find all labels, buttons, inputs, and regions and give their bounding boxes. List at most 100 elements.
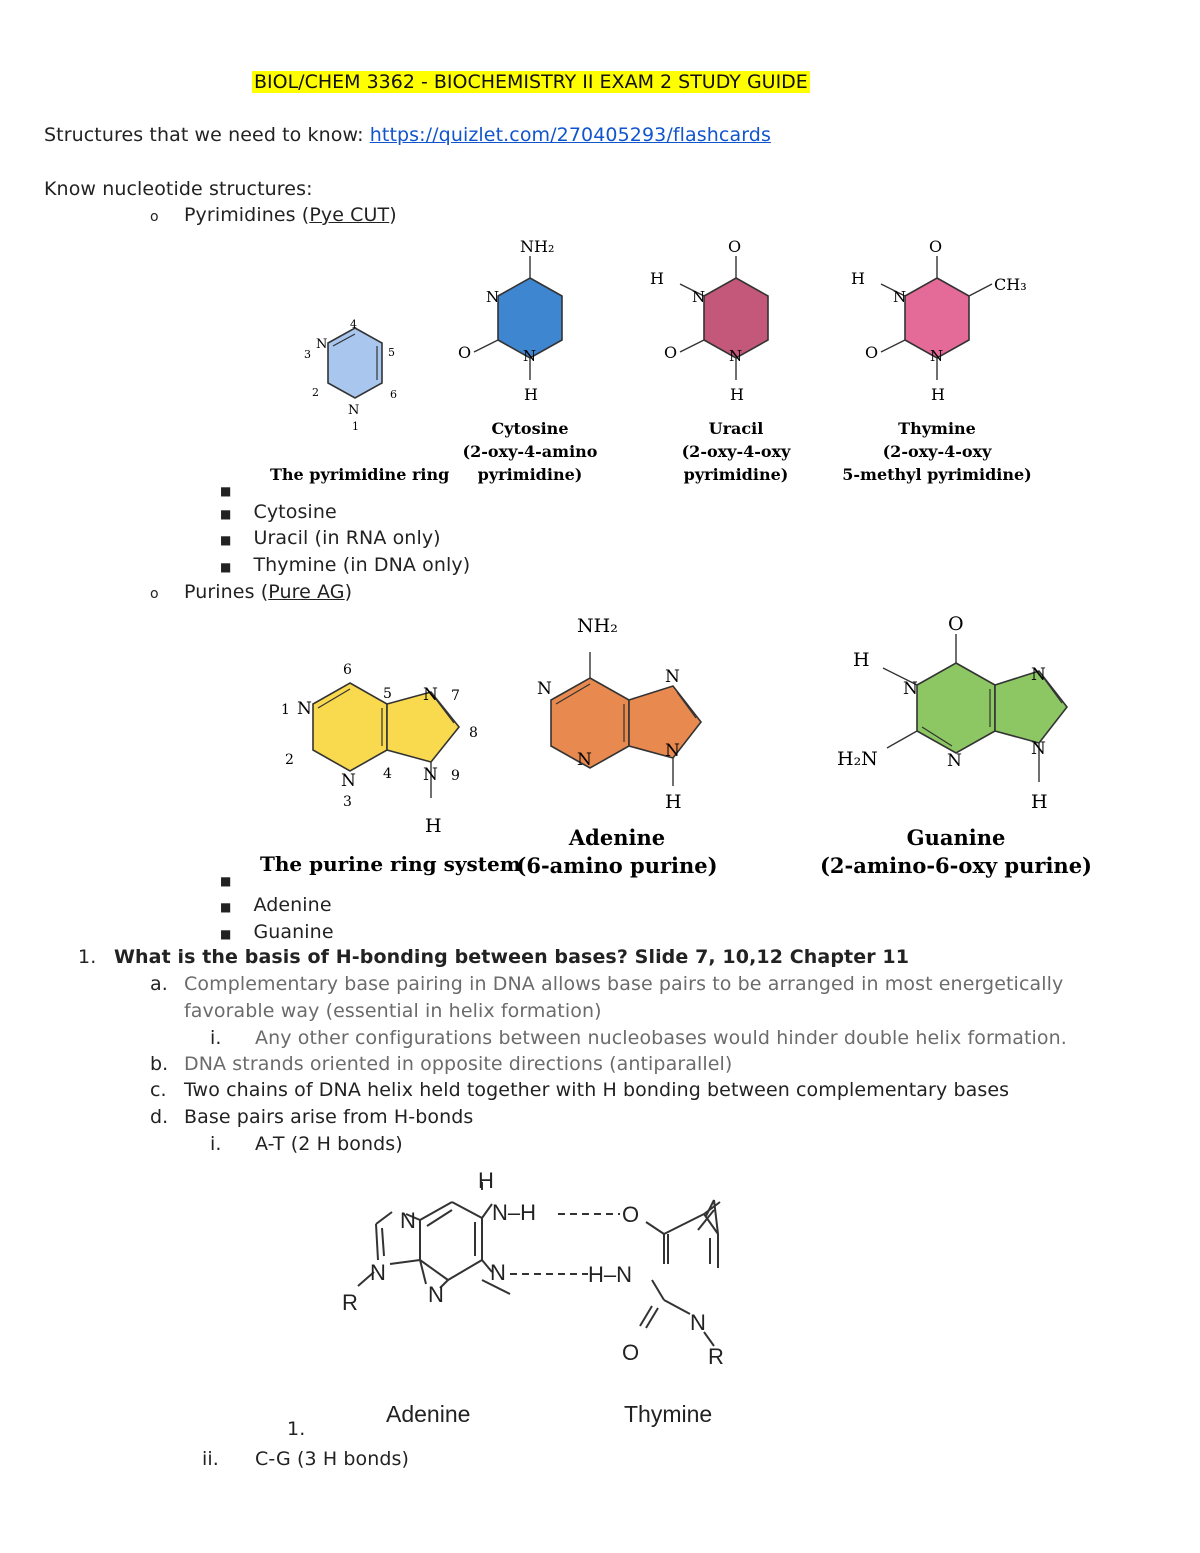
svg-text:N: N [903, 679, 918, 699]
svg-text:H: H [665, 791, 682, 813]
purines-bullet-row: o [150, 581, 159, 603]
item-d-text: Base pairs arise from H-bonds [184, 1106, 474, 1128]
svg-text:N: N [341, 771, 356, 791]
svg-text:O: O [458, 343, 471, 362]
svg-text:3: 3 [343, 794, 352, 810]
square-bullet-icon: ■ [220, 560, 232, 574]
uracil-name: Uracil [709, 419, 764, 438]
ring-n3: N [316, 337, 327, 352]
adenine-structure: NH₂ N N N N H [537, 615, 703, 813]
pyrimidine-figure: 4 5 6 3 N 2 N 1 The pyrimidine ring NH₂ … [270, 237, 1032, 484]
svg-text:R: R [342, 1290, 358, 1315]
ring-num-5: 5 [388, 346, 395, 359]
ring-n1: N [348, 403, 359, 418]
svg-text:N: N [490, 1260, 506, 1285]
svg-text:N: N [428, 1282, 444, 1307]
svg-text:N: N [1031, 739, 1046, 759]
circle-bullet-icon: o [150, 586, 159, 602]
svg-text:O: O [622, 1340, 639, 1365]
thymine-desc1: (2-oxy-4-oxy [883, 442, 992, 461]
cytosine-desc1: (2-oxy-4-amino [463, 442, 598, 461]
uracil-desc1: (2-oxy-4-oxy [682, 442, 791, 461]
item-a-i-text: Any other configurations between nucleob… [255, 1027, 1067, 1049]
cytosine-desc2: pyrimidine) [478, 465, 583, 484]
svg-text:8: 8 [469, 725, 478, 741]
square-bullet-icon: ■ [220, 484, 232, 498]
svg-text:N: N [729, 347, 742, 365]
item-d-i-marker: i. [210, 1133, 222, 1155]
square-bullet-icon: ■ [220, 900, 232, 914]
cytosine-structure: NH₂ N O N H [458, 237, 563, 404]
question-number: 1. [78, 946, 97, 968]
svg-text:7: 7 [451, 688, 460, 704]
list-item: ■Guanine [220, 921, 334, 943]
svg-text:NH₂: NH₂ [577, 615, 618, 637]
item-a-i-marker: i. [210, 1027, 222, 1049]
purine-ring-caption: The purine ring system [260, 852, 521, 876]
svg-text:H: H [650, 269, 664, 288]
quizlet-link[interactable]: https://quizlet.com/270405293/flashcards [369, 124, 771, 146]
pyrimidines-bullet-row: o [150, 204, 159, 226]
item-d-ii-marker: ii. [202, 1448, 219, 1470]
svg-text:N: N [893, 288, 906, 306]
svg-text:H: H [851, 269, 865, 288]
item-c-text: Two chains of DNA helix held together wi… [184, 1079, 1010, 1101]
svg-text:H: H [1031, 791, 1048, 813]
svg-text:H: H [730, 385, 744, 404]
svg-text:O: O [622, 1202, 639, 1227]
page-title: BIOL/CHEM 3362 - BIOCHEMISTRY II EXAM 2 … [252, 71, 810, 93]
svg-text:O: O [948, 613, 964, 635]
svg-text:N: N [297, 699, 312, 719]
svg-text:N: N [537, 679, 552, 699]
svg-text:H: H [425, 815, 442, 837]
svg-text:N: N [690, 1310, 706, 1335]
svg-text:H: H [478, 1168, 494, 1193]
svg-text:N: N [577, 750, 592, 770]
item-d-ii-text: C-G (3 H bonds) [255, 1448, 410, 1470]
list-item: ■Cytosine [220, 501, 337, 523]
svg-text:N: N [370, 1260, 386, 1285]
thymine-label: Thymine [624, 1401, 712, 1427]
cytosine-name: Cytosine [492, 419, 569, 438]
svg-text:N: N [665, 741, 680, 761]
ring-num-6: 6 [390, 388, 397, 401]
adenine-pair-structure [357, 1182, 493, 1289]
item-a-marker: a. [150, 973, 168, 995]
pyrimidines-label: Pyrimidines (Pye CUT) [184, 204, 397, 226]
svg-text:N: N [423, 685, 438, 705]
guanine-desc: (2-amino-6-oxy purine) [820, 853, 1092, 878]
svg-text:1: 1 [281, 702, 290, 718]
list-item: ■Uracil (in RNA only) [220, 527, 441, 549]
svg-text:O: O [728, 237, 741, 256]
item-b-text: DNA strands oriented in opposite directi… [184, 1053, 733, 1075]
svg-text:H–N: H–N [588, 1262, 632, 1287]
thymine-structure: O H N CH₃ O N H [851, 237, 1027, 404]
cytosine-nh2: NH₂ [520, 237, 554, 256]
svg-text:H: H [931, 385, 945, 404]
circle-bullet-icon: o [150, 209, 159, 225]
svg-text:H: H [853, 649, 870, 671]
guanine-structure: O H N N H₂N N N H [837, 613, 1069, 813]
thymine-pair-structure [639, 1199, 721, 1347]
svg-text:6: 6 [343, 662, 352, 678]
ring-num-1: 1 [352, 420, 359, 433]
pyrimidines-mnemonic: Pye CUT [309, 204, 390, 226]
square-bullet-icon: ■ [220, 507, 232, 521]
svg-text:N: N [400, 1208, 416, 1233]
question-text: What is the basis of H-bonding between b… [114, 946, 910, 968]
item-a-line1: Complementary base pairing in DNA allows… [184, 973, 1064, 995]
item-b-marker: b. [150, 1053, 169, 1075]
svg-text:9: 9 [451, 768, 460, 784]
thymine-desc2: 5-methyl pyrimidine) [842, 465, 1032, 484]
ring-num-4: 4 [350, 318, 357, 331]
svg-text:N–H: N–H [492, 1200, 536, 1225]
svg-text:N: N [692, 288, 705, 306]
svg-text:5: 5 [383, 686, 392, 702]
item-c-marker: c. [150, 1079, 167, 1101]
thymine-name: Thymine [898, 419, 976, 438]
uracil-structure: O H N O N H [650, 237, 769, 404]
svg-text:H₂N: H₂N [837, 748, 878, 770]
svg-text:CH₃: CH₃ [994, 275, 1027, 294]
svg-text:N: N [423, 765, 438, 785]
svg-text:N: N [930, 347, 943, 365]
